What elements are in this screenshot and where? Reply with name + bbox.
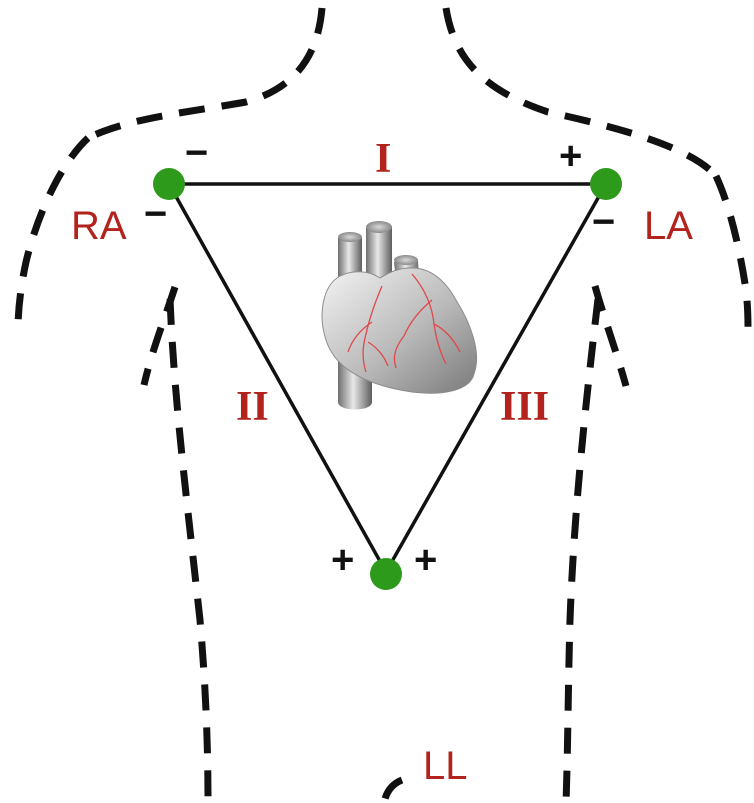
right-armpit-outline <box>591 285 630 387</box>
la-electrode <box>590 168 622 200</box>
ll-right-polarity-sign: + <box>414 538 437 582</box>
ll-left-polarity-sign: + <box>331 538 354 582</box>
left-armpit-outline <box>140 285 179 386</box>
left-torso-side-outline <box>166 298 212 803</box>
ra-top-polarity-sign: − <box>185 131 208 175</box>
heart-illustration-icon <box>321 221 478 410</box>
ll-electrode <box>370 558 402 590</box>
la-top-polarity-sign: + <box>559 134 582 178</box>
lead-iii-label: III <box>500 384 549 430</box>
right-torso-side-outline <box>562 298 602 803</box>
torso-outline <box>14 7 752 803</box>
neck-left-outline <box>86 7 326 142</box>
lead-ii-label: II <box>236 384 269 430</box>
ra-electrode <box>153 168 185 200</box>
la-label: LA <box>644 204 693 248</box>
la-side-polarity-sign: − <box>592 200 615 244</box>
right-shoulder-arm-outline <box>712 174 752 333</box>
ll-label: LL <box>423 744 468 788</box>
lead-iii-line <box>384 183 608 573</box>
ra-label: RA <box>71 204 127 248</box>
lead-ii-line <box>167 183 388 573</box>
left-shoulder-arm-outline <box>14 135 91 331</box>
left-leg-outline <box>380 776 404 803</box>
ra-side-polarity-sign: − <box>144 192 167 236</box>
neck-right-outline <box>442 7 719 179</box>
lead-i-label: I <box>375 136 391 182</box>
